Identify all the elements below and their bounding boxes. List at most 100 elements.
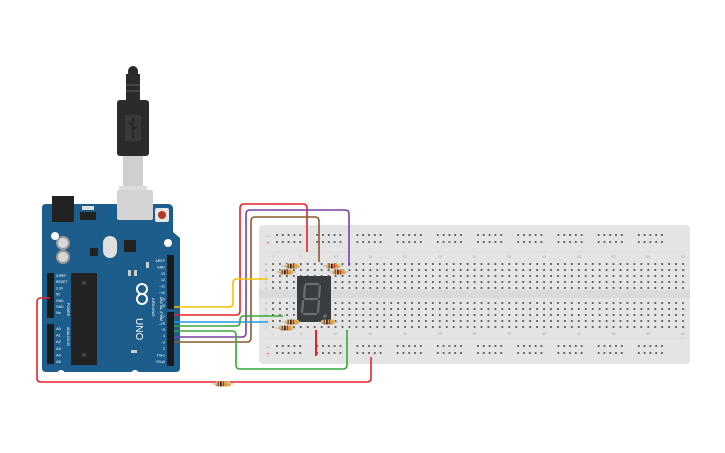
breadboard-hole[interactable]	[390, 263, 393, 265]
breadboard-hole[interactable]	[564, 314, 566, 316]
breadboard-hole[interactable]	[682, 281, 684, 283]
breadboard-hole[interactable]	[279, 287, 281, 289]
rail-hole[interactable]	[442, 234, 445, 236]
breadboard-hole[interactable]	[591, 287, 594, 289]
rail-hole[interactable]	[276, 241, 278, 243]
breadboard-hole[interactable]	[501, 275, 504, 277]
breadboard-hole[interactable]	[598, 281, 601, 283]
breadboard-hole[interactable]	[654, 308, 657, 310]
breadboard-hole[interactable]	[577, 320, 580, 322]
rail-hole[interactable]	[528, 241, 531, 243]
rail-hole[interactable]	[322, 241, 324, 243]
breadboard-hole[interactable]	[487, 326, 490, 328]
breadboard-hole[interactable]	[431, 263, 434, 265]
rail-hole[interactable]	[287, 241, 290, 243]
breadboard-hole[interactable]	[362, 320, 365, 322]
rail-hole[interactable]	[396, 352, 399, 354]
rail-hole[interactable]	[448, 352, 451, 354]
rail-hole[interactable]	[333, 352, 336, 354]
breadboard-hole[interactable]	[494, 320, 497, 322]
rail-hole[interactable]	[339, 234, 342, 236]
breadboard-hole[interactable]	[348, 320, 351, 322]
breadboard-hole[interactable]	[570, 263, 573, 265]
rail-hole[interactable]	[299, 234, 302, 236]
breadboard-hole[interactable]	[508, 308, 511, 310]
breadboard-hole[interactable]	[425, 308, 427, 310]
breadboard-hole[interactable]	[529, 275, 532, 277]
rail-hole[interactable]	[528, 345, 531, 347]
breadboard-hole[interactable]	[404, 302, 406, 304]
breadboard-hole[interactable]	[668, 281, 671, 283]
breadboard-hole[interactable]	[487, 320, 490, 322]
breadboard-hole[interactable]	[480, 314, 483, 316]
breadboard-hole[interactable]	[404, 281, 406, 283]
rail-hole[interactable]	[368, 352, 370, 354]
rail-hole[interactable]	[293, 345, 296, 347]
breadboard-hole[interactable]	[543, 287, 545, 289]
breadboard-hole[interactable]	[286, 314, 288, 316]
rail-hole[interactable]	[488, 241, 491, 243]
breadboard-hole[interactable]	[591, 281, 594, 283]
rail-hole[interactable]	[661, 241, 663, 243]
breadboard-hole[interactable]	[633, 314, 636, 316]
rail-hole[interactable]	[373, 352, 376, 354]
resistor[interactable]	[323, 263, 343, 269]
rail-hole[interactable]	[339, 241, 342, 243]
breadboard-hole[interactable]	[619, 302, 622, 304]
rail-hole[interactable]	[597, 352, 600, 354]
breadboard-hole[interactable]	[431, 320, 434, 322]
breadboard-hole[interactable]	[619, 281, 622, 283]
rail-hole[interactable]	[597, 241, 600, 243]
breadboard-hole[interactable]	[480, 320, 483, 322]
breadboard-hole[interactable]	[404, 314, 406, 316]
breadboard-hole[interactable]	[529, 314, 532, 316]
breadboard-hole[interactable]	[522, 326, 525, 328]
breadboard-hole[interactable]	[661, 326, 664, 328]
rail-hole[interactable]	[373, 345, 376, 347]
breadboard-hole[interactable]	[341, 263, 344, 265]
breadboard-hole[interactable]	[626, 326, 629, 328]
breadboard-hole[interactable]	[626, 308, 629, 310]
breadboard-hole[interactable]	[425, 275, 427, 277]
breadboard-hole[interactable]	[299, 269, 302, 271]
breadboard-hole[interactable]	[612, 269, 615, 271]
breadboard-hole[interactable]	[577, 275, 580, 277]
breadboard-hole[interactable]	[536, 302, 538, 304]
breadboard-hole[interactable]	[508, 269, 511, 271]
breadboard-hole[interactable]	[557, 320, 559, 322]
breadboard-hole[interactable]	[411, 275, 413, 277]
breadboard-hole[interactable]	[418, 308, 420, 310]
rail-hole[interactable]	[442, 241, 445, 243]
breadboard-hole[interactable]	[431, 302, 434, 304]
breadboard-hole[interactable]	[286, 308, 288, 310]
resistor[interactable]	[329, 269, 349, 275]
breadboard-hole[interactable]	[654, 269, 657, 271]
breadboard-hole[interactable]	[431, 287, 434, 289]
breadboard-hole[interactable]	[501, 314, 504, 316]
breadboard-hole[interactable]	[522, 263, 525, 265]
rail-hole[interactable]	[620, 352, 623, 354]
wire-green-pin5[interactable]	[174, 315, 283, 327]
breadboard-hole[interactable]	[682, 275, 684, 277]
breadboard-hole[interactable]	[508, 287, 511, 289]
breadboard-hole[interactable]	[619, 314, 622, 316]
breadboard-hole[interactable]	[675, 281, 677, 283]
breadboard-hole[interactable]	[529, 269, 532, 271]
breadboard-hole[interactable]	[445, 269, 448, 271]
breadboard-hole[interactable]	[564, 281, 566, 283]
breadboard-hole[interactable]	[584, 320, 587, 322]
rail-hole[interactable]	[615, 345, 617, 347]
breadboard-hole[interactable]	[397, 287, 399, 289]
breadboard-hole[interactable]	[487, 308, 490, 310]
breadboard-hole[interactable]	[647, 275, 650, 277]
breadboard-hole[interactable]	[577, 263, 580, 265]
breadboard-hole[interactable]	[675, 308, 677, 310]
breadboard-hole[interactable]	[529, 263, 532, 265]
rail-hole[interactable]	[454, 234, 457, 236]
breadboard-hole[interactable]	[313, 269, 316, 271]
breadboard-hole[interactable]	[508, 314, 511, 316]
breadboard-hole[interactable]	[550, 269, 552, 271]
breadboard-hole[interactable]	[529, 287, 532, 289]
rail-hole[interactable]	[637, 352, 640, 354]
rail-hole[interactable]	[603, 345, 606, 347]
